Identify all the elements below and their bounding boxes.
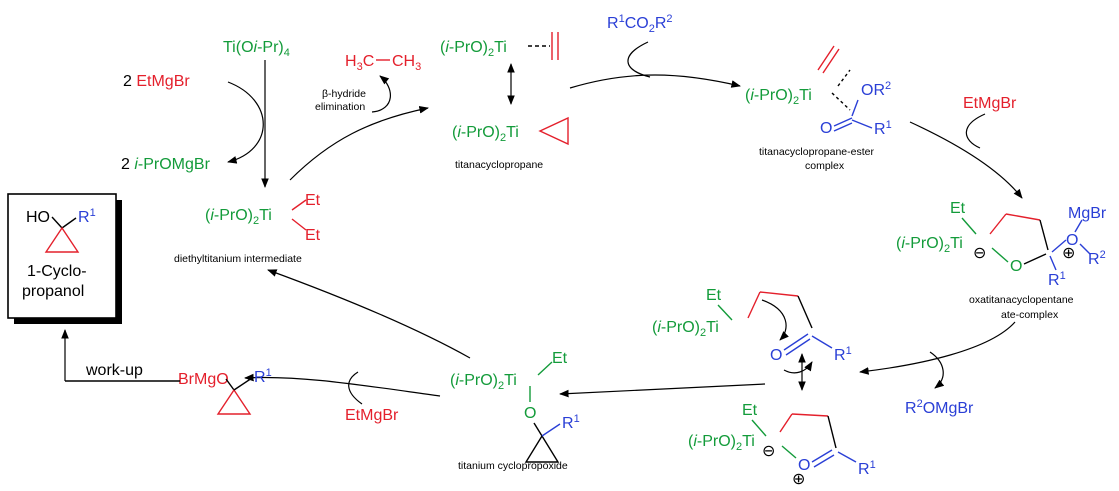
svg-text:MgBr: MgBr xyxy=(1068,205,1107,222)
label-titanacyclopropane: titanacyclopropane xyxy=(455,159,543,171)
label-ester-complex-1: titanacyclopropane-ester xyxy=(759,146,874,158)
arrow-r2omgbr-leave xyxy=(929,351,945,389)
ti-ethylene-complex: (i-PrO)2Ti xyxy=(440,39,507,59)
label-ester-complex-2: complex xyxy=(805,160,845,172)
arrow-to-ate-complex xyxy=(909,121,1023,199)
product-name-line1: 1-Cyclo- xyxy=(27,263,87,280)
ketone-ti-species: (i-PrO)2Ti xyxy=(652,319,719,339)
product-box xyxy=(7,193,117,319)
label-oxatitanacyclopentane-1: oxatitanacyclopentane xyxy=(969,294,1074,306)
svg-text:Et: Et xyxy=(552,350,568,367)
svg-text:O: O xyxy=(820,120,832,137)
svg-text:R1: R1 xyxy=(874,119,892,138)
svg-text:R1: R1 xyxy=(562,413,580,432)
svg-text:Et: Et xyxy=(305,192,321,209)
arrow-cyclopropoxide-to-diethyl xyxy=(267,269,471,359)
reagent-etmgbr-right: EtMgBr xyxy=(963,95,1017,112)
label-cyclopropoxide: titanium cyclopropoxide xyxy=(458,460,568,472)
titanacyclopropane-formula: (i-PrO)2Ti xyxy=(452,124,519,144)
svg-text:⊕: ⊕ xyxy=(1062,245,1075,262)
svg-text:R1: R1 xyxy=(254,367,272,386)
label-workup: work-up xyxy=(85,362,143,379)
reagent-etmgbr-2: 2 EtMgBr xyxy=(123,73,190,90)
arrow-ate-to-ketone xyxy=(859,321,1016,375)
oxonium-ti-species: (i-PrO)2Ti xyxy=(688,433,755,453)
ethane: H3C xyxy=(345,53,374,73)
byproduct-r2omgbr: R2OMgBr xyxy=(905,398,974,417)
cyclopropoxide-ti: (i-PrO)2Ti xyxy=(450,372,517,392)
svg-text:O: O xyxy=(1010,258,1022,275)
byproduct-iprmgbr: 2 i-PrOMgBr xyxy=(121,156,211,173)
arrow-etmgbr-entry xyxy=(965,113,986,149)
svg-text:O: O xyxy=(1066,232,1078,249)
svg-text:⊖: ⊖ xyxy=(762,443,775,460)
bromomagnesium-product: BrMgO xyxy=(178,371,229,388)
svg-text:R1: R1 xyxy=(858,459,876,478)
reagent-etmgbr-bottom: EtMgBr xyxy=(345,407,399,424)
svg-text:Et: Et xyxy=(305,227,321,244)
arrow-etmgbr-bottom-entry xyxy=(348,371,363,405)
label-diethyltitanium: diethyltitanium intermediate xyxy=(174,253,302,265)
svg-text:⊖: ⊖ xyxy=(973,245,986,262)
arrow-to-cyclopropoxide xyxy=(559,383,766,398)
svg-text:R1: R1 xyxy=(834,345,852,364)
svg-text:OR2: OR2 xyxy=(861,80,891,99)
svg-text:Et: Et xyxy=(706,287,722,304)
ester-complex-ti: (i-PrO)2Ti xyxy=(745,87,812,107)
label-elimination: elimination xyxy=(315,101,365,113)
svg-text:HO: HO xyxy=(26,209,50,226)
ate-complex-ti: (i-PrO)2Ti xyxy=(896,235,963,255)
label-oxatitanacyclopentane-2: ate-complex xyxy=(1001,309,1059,321)
arrow-diethyl-to-titanacyclopropane xyxy=(289,105,429,181)
svg-text:O: O xyxy=(798,457,810,474)
svg-text:CH3: CH3 xyxy=(392,53,421,73)
svg-text:R2: R2 xyxy=(1088,249,1106,268)
arrow-to-ester-complex xyxy=(569,74,741,89)
arrow-to-magnesium-product xyxy=(244,373,441,397)
svg-text:Et: Et xyxy=(742,402,758,419)
arrow-etmgbr-to-iprmgbr xyxy=(227,81,264,164)
svg-text:R1: R1 xyxy=(1048,270,1066,289)
arrow-ester-entry xyxy=(627,41,651,78)
diethyl-ti-formula: (i-PrO)2Ti xyxy=(205,207,272,227)
svg-text:Et: Et xyxy=(950,200,966,217)
svg-text:O: O xyxy=(770,347,782,364)
ester-reagent: R1CO2R2 xyxy=(607,13,673,35)
svg-text:O: O xyxy=(524,405,536,422)
reagent-ti-alkoxide: Ti(Oi-Pr)4 xyxy=(223,39,290,59)
arrow-beta-hydride xyxy=(371,75,392,113)
svg-text:⊕: ⊕ xyxy=(792,471,805,486)
label-beta-hydride: β-hydride xyxy=(322,88,366,100)
product-name-line2: propanol xyxy=(22,283,84,300)
